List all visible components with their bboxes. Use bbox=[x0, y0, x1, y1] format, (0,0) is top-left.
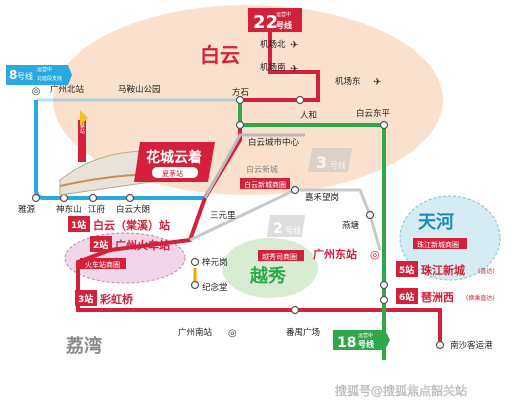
station-baiyundongping: 白云东平 bbox=[356, 108, 391, 119]
line-grey-route bbox=[203, 133, 305, 199]
svg-text:运营中: 运营中 bbox=[37, 66, 52, 73]
svg-text:(直达): (直达) bbox=[478, 267, 495, 275]
district-liwan: 荔湾 bbox=[66, 335, 102, 357]
project-vertical-tag: 夏茅站 bbox=[79, 119, 85, 135]
station-fangshi: 方石 bbox=[232, 87, 249, 98]
svg-text:运营中: 运营中 bbox=[358, 332, 373, 339]
svg-text:5站: 5站 bbox=[399, 264, 414, 276]
stop-6: 6站 琶洲西 (换乘直达) bbox=[396, 288, 495, 304]
line-grey-route-2 bbox=[189, 188, 382, 251]
station-yayuan: 雅源 bbox=[18, 204, 36, 215]
station-baiyuncheng: 白云城市中心 bbox=[248, 137, 300, 148]
station-guangzhoubei: 广州北站 bbox=[50, 84, 85, 95]
line-2-badge: 2 号线 bbox=[267, 215, 305, 237]
svg-text:彩虹桥: 彩虹桥 bbox=[99, 292, 134, 306]
guangzhou-north-icon: ◎ bbox=[32, 86, 41, 97]
business-baiyun-label: 白云新城商圈 bbox=[244, 180, 286, 189]
business-zhujiang-tag bbox=[413, 238, 467, 249]
district-baiyun: 白云 bbox=[200, 43, 240, 67]
svg-text:号线: 号线 bbox=[330, 160, 346, 170]
svg-text:(换乘直达): (换乘直达) bbox=[466, 294, 495, 302]
station-ziyuangang: 梓元岗 bbox=[202, 257, 228, 268]
svg-text:18: 18 bbox=[337, 335, 356, 351]
station-panyu: 番禺广场 bbox=[286, 327, 320, 338]
line-18-badge: 18 运营中 号线 bbox=[333, 330, 390, 351]
station-maanshan: 马鞍山公园 bbox=[118, 84, 161, 95]
station-yantang: 燕塘 bbox=[342, 220, 360, 231]
svg-text:白云（棠溪）站: 白云（棠溪）站 bbox=[93, 218, 170, 232]
stop-1: 1站 白云（棠溪）站 bbox=[68, 216, 170, 232]
svg-text:3: 3 bbox=[316, 153, 327, 172]
line-3-badge: 3 号线 bbox=[308, 148, 352, 172]
station-jiniantang: 纪念堂 bbox=[202, 282, 228, 293]
station-dots bbox=[31, 95, 445, 350]
station-nansha: 南沙客运港 bbox=[450, 340, 493, 351]
svg-text:号线: 号线 bbox=[285, 225, 301, 235]
baiyun-new-city-label: 白云新城 bbox=[246, 164, 278, 174]
airplane-icon: ✈ bbox=[290, 64, 298, 75]
station-baiyundalang: 白云大朗 bbox=[116, 204, 150, 215]
guangzhou-east-icon: ◎ bbox=[370, 248, 380, 261]
district-tianhe: 天河 bbox=[418, 212, 454, 233]
stop-2: 2站 广州火车站 bbox=[90, 236, 170, 252]
station-shendongshan: 神东山 bbox=[56, 204, 82, 215]
station-guangzhounan: 广州南站 bbox=[178, 327, 213, 338]
line-8-badge: 8 号线 运营中 北延段支线 bbox=[6, 65, 72, 85]
svg-text:号线: 号线 bbox=[17, 71, 33, 81]
station-sanyuanli: 三元里 bbox=[210, 211, 236, 221]
business-zhujiang-label: 珠江新城商圈 bbox=[417, 240, 459, 249]
svg-text:1站: 1站 bbox=[71, 219, 86, 231]
district-yuexiu: 越秀 bbox=[249, 265, 286, 287]
svg-text:8: 8 bbox=[9, 68, 17, 82]
station-jichangnan: 机场南 bbox=[260, 62, 286, 73]
svg-text:珠江新城: 珠江新城 bbox=[421, 263, 465, 277]
svg-text:运营中: 运营中 bbox=[276, 11, 291, 18]
station-guangzhoudong: 广州东站 bbox=[313, 247, 357, 261]
project-tag: 花城云着 夏茅站 bbox=[134, 142, 215, 182]
station-jichangdong: 机场东 bbox=[335, 76, 361, 87]
svg-text:2站: 2站 bbox=[93, 239, 108, 251]
business-yuexiu-label: 越秀司商圈 bbox=[262, 252, 297, 261]
line-22-badge: 22 运营中 号线 bbox=[248, 8, 302, 33]
svg-text:号线: 号线 bbox=[276, 20, 292, 30]
station-jiangfu: 江府 bbox=[88, 204, 106, 215]
svg-text:琶洲西: 琶洲西 bbox=[421, 291, 454, 304]
svg-text:6站: 6站 bbox=[399, 291, 414, 303]
svg-text:22: 22 bbox=[253, 12, 278, 33]
svg-text:广州火车站: 广州火车站 bbox=[115, 238, 170, 252]
svg-text:3站: 3站 bbox=[78, 293, 93, 305]
business-yuexiu-tag bbox=[258, 250, 304, 261]
svg-text:2: 2 bbox=[273, 221, 283, 237]
business-train-label: 火车站商圈 bbox=[85, 260, 120, 269]
guangzhou-south-icon: ◎ bbox=[228, 328, 237, 339]
stop-5: 5站 珠江新城 (直达) bbox=[396, 261, 495, 277]
project-name: 花城云着 bbox=[146, 149, 202, 166]
svg-text:号线: 号线 bbox=[358, 339, 374, 349]
business-baiyun-tag bbox=[240, 178, 290, 189]
project-station: 夏茅站 bbox=[162, 169, 183, 178]
watermark: 搜狐号@搜狐焦点韶关站 bbox=[335, 383, 467, 398]
airplane-icon: ✈ bbox=[373, 77, 381, 88]
svg-text:北延段支线: 北延段支线 bbox=[37, 75, 62, 82]
stop-3: 3站 彩虹桥 bbox=[75, 290, 134, 306]
station-jiahewanggang: 嘉禾望岗 bbox=[305, 192, 339, 203]
airplane-icon: ✈ bbox=[290, 40, 298, 51]
station-renhe: 人和 bbox=[300, 111, 317, 121]
business-train-tag bbox=[80, 258, 126, 269]
station-jichangbei: 机场北 bbox=[260, 39, 286, 50]
